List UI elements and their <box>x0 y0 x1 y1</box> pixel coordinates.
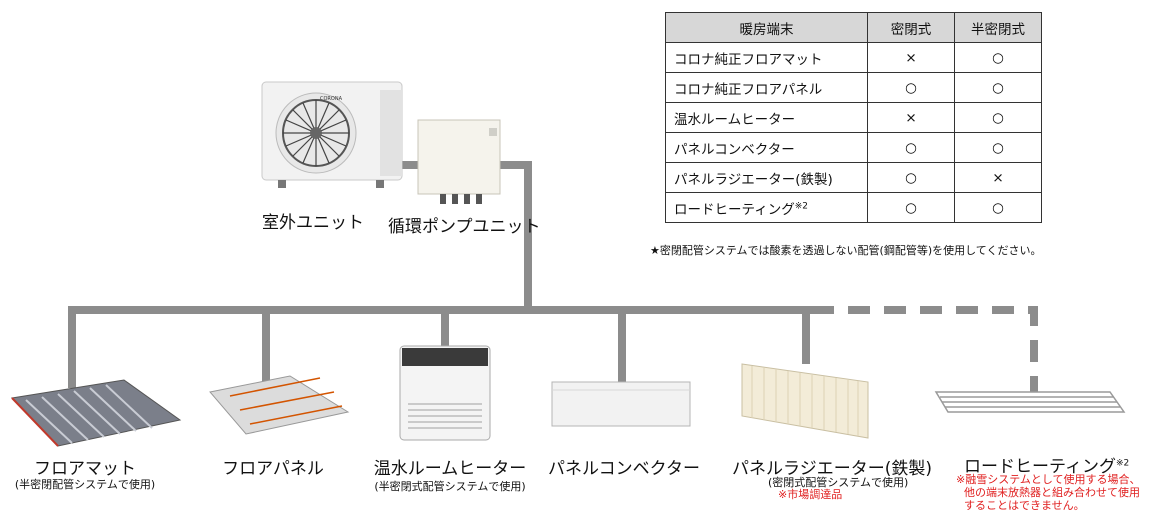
floor-mat-sub: (半密閉配管システムで使用) <box>14 478 156 491</box>
row-name: パネルラジエーター(鉄製) <box>665 162 868 193</box>
row-semi: ○ <box>954 192 1042 223</box>
floor-mat-image <box>10 379 182 447</box>
pipe-road-heating-dashed <box>812 306 1038 392</box>
row-sealed: ○ <box>867 192 955 223</box>
road-heating-image <box>934 391 1126 413</box>
outdoor-unit-image <box>261 81 403 188</box>
table-row: コロナ純正フロアパネル ○ ○ <box>665 72 1042 103</box>
radiator-label: パネルラジエーター(鉄製) <box>732 459 932 479</box>
header-sealed: 密閉式 <box>867 12 955 43</box>
row-sealed: × <box>867 42 955 73</box>
table-row: パネルコンベクター ○ ○ <box>665 132 1042 163</box>
row-name: パネルコンベクター <box>665 132 868 163</box>
road-heating-label-sup: ※2 <box>1115 458 1130 469</box>
row-semi: ○ <box>954 102 1042 133</box>
table-row: コロナ純正フロアマット × ○ <box>665 42 1042 73</box>
row-name: コロナ純正フロアマット <box>665 42 868 73</box>
road-heating-note-line: ※融雪システムとして使用する場合、 <box>956 473 1141 486</box>
road-heating-note-line: 他の端末放熱器と組み合わせて使用 <box>964 486 1140 499</box>
outdoor-unit-label: 室外ユニット <box>262 213 364 233</box>
convector-label: パネルコンベクター <box>548 459 700 479</box>
table-row: ロードヒーティング※2 ○ ○ <box>665 192 1042 223</box>
table-footnote: ★密閉配管システムでは酸素を透過しない配管(鋼配管等)を使用してください。 <box>650 244 1042 257</box>
road-heating-label: ロードヒーティング※2 <box>964 452 1129 477</box>
row-name-sup: ※2 <box>794 201 808 211</box>
room-heater-label: 温水ルームヒーター <box>373 459 527 479</box>
pump-unit-label: 循環ポンプユニット <box>388 217 541 237</box>
pump-unit-image <box>417 119 501 204</box>
table-row: パネルラジエーター(鉄製) ○ × <box>665 162 1042 193</box>
table-header-row: 暖房端末 密閉式 半密閉式 <box>665 12 1042 43</box>
room-heater-sub: (半密閉式配管システムで使用) <box>374 480 526 493</box>
header-semi-sealed: 半密閉式 <box>954 12 1042 43</box>
floor-mat-label: フロアマット <box>34 459 136 479</box>
compatibility-table: 暖房端末 密閉式 半密閉式 コロナ純正フロアマット × ○ コロナ純正フロアパネ… <box>665 12 1042 223</box>
road-heating-note: ※融雪システムとして使用する場合、 他の端末放熱器と組み合わせて使用 することは… <box>956 473 1141 512</box>
row-semi: × <box>954 162 1042 193</box>
road-heating-label-text: ロードヒーティング <box>964 457 1116 477</box>
row-sealed: ○ <box>867 132 955 163</box>
table-row: 温水ルームヒーター × ○ <box>665 102 1042 133</box>
row-semi: ○ <box>954 42 1042 73</box>
row-semi: ○ <box>954 72 1042 103</box>
radiator-note: ※市場調達品 <box>778 488 843 501</box>
row-name-text: ロードヒーティング <box>674 201 795 218</box>
floor-panel-image <box>209 375 350 435</box>
brand-logo: CORONA <box>320 96 342 102</box>
row-sealed: ○ <box>867 72 955 103</box>
row-sealed: × <box>867 102 955 133</box>
row-name: コロナ純正フロアパネル <box>665 72 868 103</box>
header-terminal: 暖房端末 <box>665 12 868 43</box>
road-heating-note-line: することはできません。 <box>964 499 1085 512</box>
row-name: ロードヒーティング※2 <box>665 192 868 223</box>
panel-radiator-image <box>741 363 869 439</box>
row-semi: ○ <box>954 132 1042 163</box>
panel-convector-image <box>551 381 691 427</box>
floor-panel-label: フロアパネル <box>222 459 324 479</box>
radiator-sub: (密閉式配管システムで使用) <box>768 476 909 489</box>
row-name: 温水ルームヒーター <box>665 102 868 133</box>
row-sealed: ○ <box>867 162 955 193</box>
room-heater-image <box>399 345 491 441</box>
